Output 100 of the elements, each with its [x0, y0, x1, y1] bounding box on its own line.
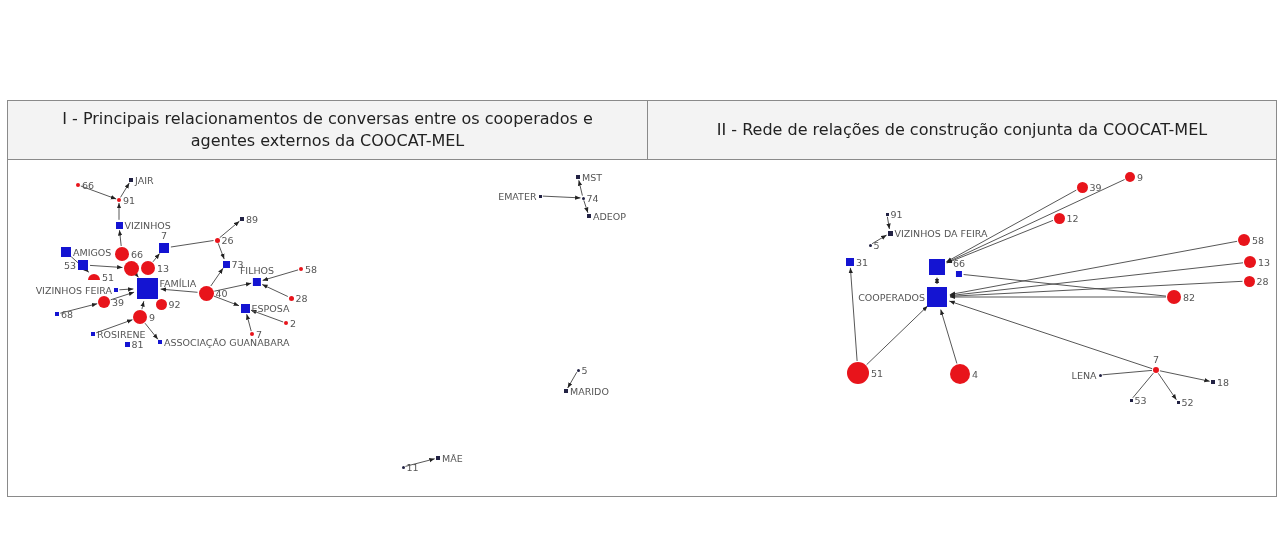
node-label: 82 — [1183, 291, 1196, 303]
network-node: 66 — [115, 247, 144, 261]
node-label: 52 — [1181, 396, 1194, 408]
node-label: 39 — [1089, 181, 1102, 193]
arrow — [934, 277, 940, 285]
node-label: LENA — [1071, 369, 1097, 381]
node-label: 40 — [215, 287, 228, 299]
network-node: 12 — [1053, 212, 1079, 224]
network-node: 5 — [868, 239, 880, 251]
network-node: 74 — [581, 192, 599, 204]
node-label: 51 — [102, 271, 115, 283]
network-node: 2 — [284, 317, 297, 329]
node-label: 5 — [581, 364, 588, 376]
network-node: 13 — [1244, 256, 1271, 268]
node-label: JAIR — [135, 174, 154, 186]
node-label: COOPERADOS — [858, 291, 925, 303]
arrow — [133, 271, 139, 278]
node-label: 28 — [1256, 275, 1269, 287]
network-node: 11 — [401, 461, 419, 473]
network-node: MÃE — [436, 452, 463, 464]
network-node: 9 — [1125, 171, 1144, 183]
square-node — [929, 259, 945, 275]
node-label: 91 — [123, 194, 136, 206]
arrow — [140, 300, 145, 310]
network-node: 13 — [141, 261, 170, 275]
node-label: 18 — [1217, 376, 1230, 388]
node-label: 13 — [157, 262, 170, 274]
node-label: 4 — [972, 368, 979, 380]
network-node: 66 — [952, 258, 966, 277]
network-node: 7 — [1153, 354, 1159, 373]
node-label: 7 — [160, 230, 168, 241]
network-node: LENA — [1071, 369, 1102, 381]
network-node: 81 — [124, 338, 144, 350]
node-label: 7 — [1152, 354, 1160, 365]
network-node: ROSIRENE — [91, 328, 146, 340]
network-node: 28 — [288, 292, 308, 304]
network-node: 53 — [63, 259, 88, 271]
network-node: 89 — [240, 213, 259, 225]
network-node: 68 — [55, 308, 74, 320]
network-node: 52 — [1176, 396, 1194, 408]
network-node: VIZINHOS — [115, 219, 171, 231]
node-label: 9 — [149, 311, 156, 323]
node-label: 28 — [295, 292, 308, 304]
network-node: MST — [576, 171, 603, 183]
node-label: 66 — [131, 248, 144, 260]
node-label: 51 — [871, 367, 884, 379]
node-label: VIZINHOS — [124, 219, 171, 231]
connector-line — [963, 274, 1167, 297]
node-label: FAMÍLIA — [159, 277, 197, 289]
network-node: FAMÍLIA — [136, 277, 197, 299]
node-label: 13 — [1258, 256, 1271, 268]
network-node: 31 — [846, 256, 869, 268]
circle-node — [123, 260, 139, 276]
connector-line — [1102, 369, 1153, 376]
node-label: 58 — [305, 263, 318, 275]
network-node: VIZINHOS FEIRA — [35, 284, 118, 296]
node-label: 9 — [1137, 171, 1144, 183]
node-label: AMIGOS — [73, 246, 112, 258]
network-node: COOPERADOS — [858, 287, 947, 307]
node-label: MST — [582, 171, 603, 183]
connector-line — [170, 240, 214, 248]
node-label: 11 — [406, 461, 419, 473]
network-node: 58 — [1238, 234, 1265, 246]
network-node: 82 — [1167, 290, 1196, 304]
network-node: 91 — [117, 194, 136, 206]
column-heading: II - Rede de relações de construção conjunta da COOCAT-MEL — [647, 100, 1277, 160]
network-node: 58 — [299, 263, 318, 275]
network-node: 5 — [576, 364, 588, 376]
connector-line — [1132, 372, 1154, 399]
network-node: 26 — [214, 234, 234, 246]
node-label: 2 — [290, 317, 297, 329]
node-label: 58 — [1252, 234, 1265, 246]
network-node: 66 — [76, 179, 95, 191]
network-node: 39 — [98, 296, 125, 308]
node-label: 92 — [168, 298, 181, 310]
network-node: VIZINHOS DA FEIRA — [887, 227, 988, 239]
node-label: 31 — [856, 256, 869, 268]
node-label: 39 — [112, 296, 125, 308]
node-label: 53 — [63, 259, 76, 271]
network-node: 53 — [1129, 394, 1147, 406]
node-label: 66 — [952, 258, 966, 269]
node-label: 74 — [586, 192, 599, 204]
network-node: 18 — [1211, 376, 1230, 388]
column-heading: I - Principais relacionamentos de conversas entre os cooperados e agentes externos da COOCAT-MEL — [7, 100, 648, 160]
node-label: ESPOSA — [251, 302, 290, 314]
network-node: JAIR — [129, 174, 154, 186]
network-node: ADEOP — [587, 210, 627, 222]
network-node: 39 — [1076, 181, 1102, 193]
node-label: 5 — [873, 239, 880, 251]
network-node: 7 — [159, 230, 169, 253]
network-node: 92 — [155, 298, 181, 310]
node-label: 68 — [61, 308, 74, 320]
node-label: 66 — [82, 179, 95, 191]
node-label: 91 — [890, 208, 903, 220]
network-node: EMATER — [498, 190, 542, 202]
node-label: 26 — [221, 234, 234, 246]
network-node: AMIGOS — [61, 246, 112, 258]
node-label: 53 — [1134, 394, 1147, 406]
node-label: MÃE — [442, 452, 463, 464]
network-node: 91 — [885, 208, 903, 220]
